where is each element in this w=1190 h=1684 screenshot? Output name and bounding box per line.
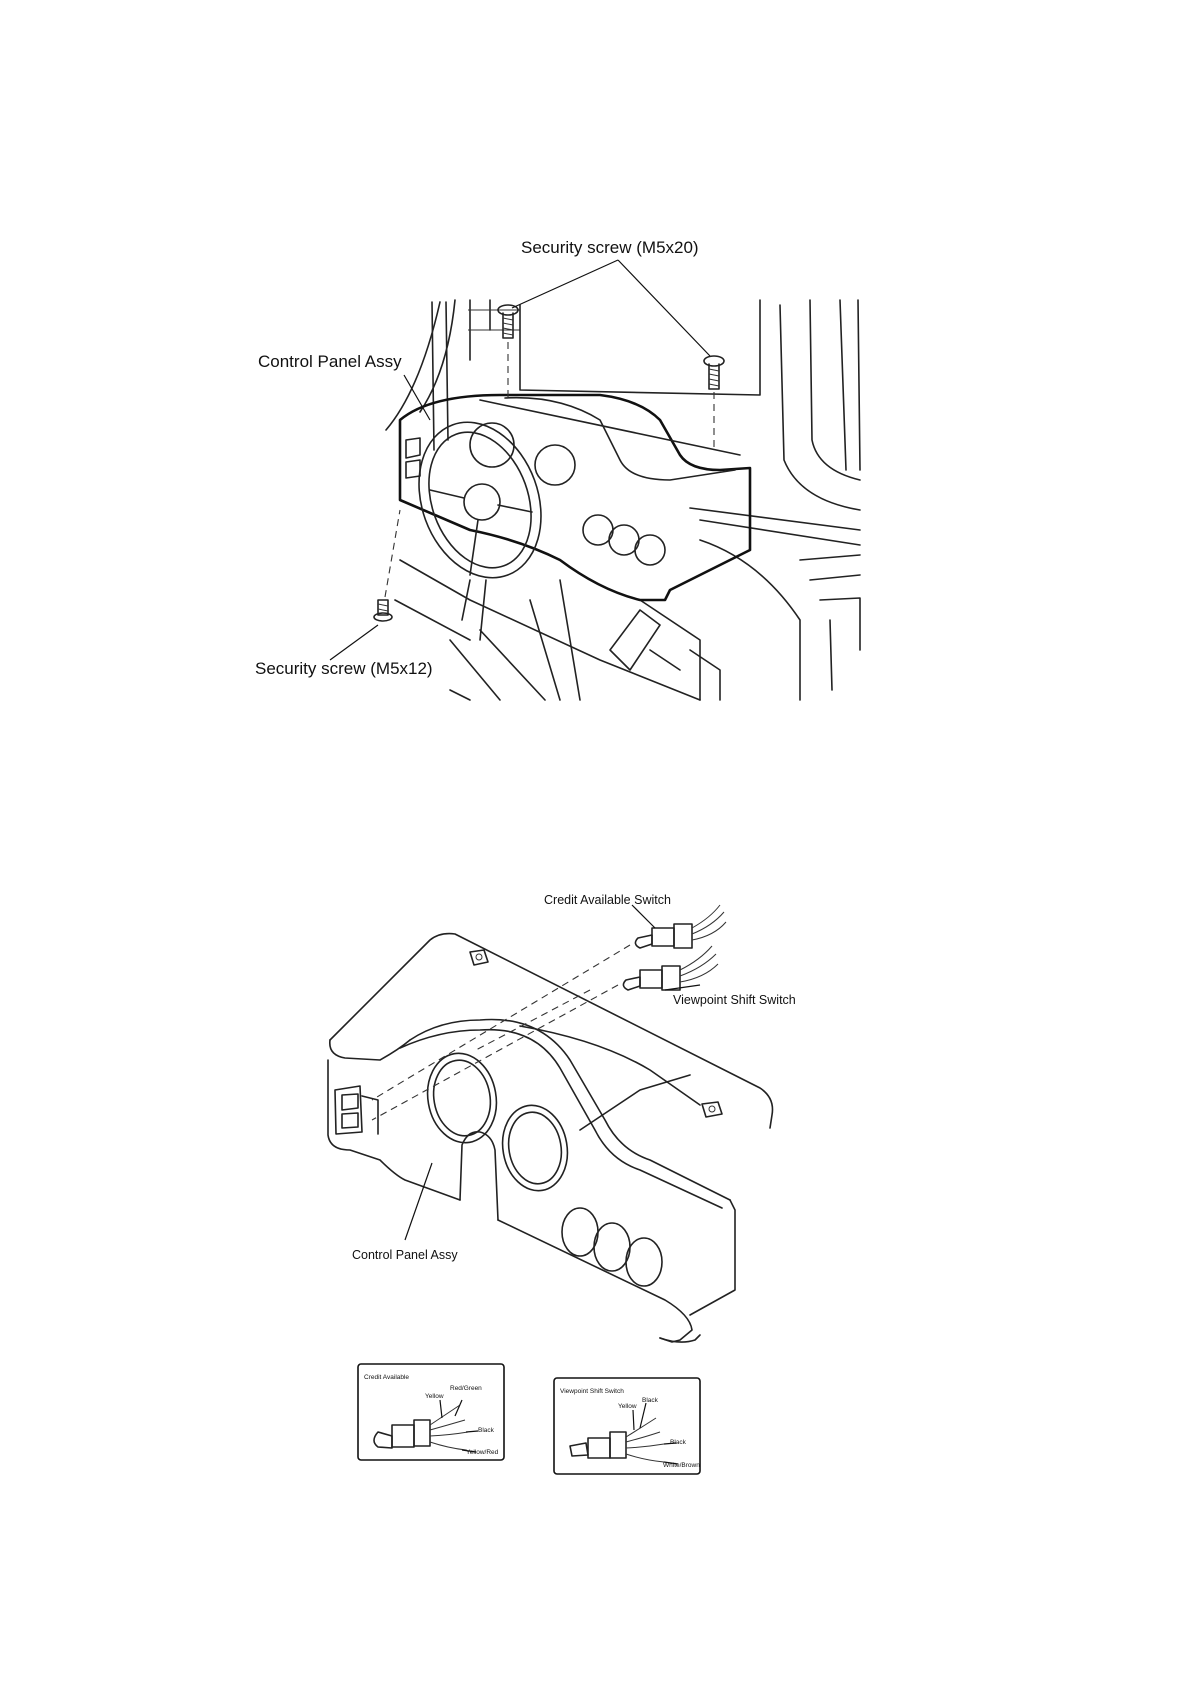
inset-viewpoint-shift-switch: Viewpoint Shift Switch Yellow Black Blac… [554,1378,700,1474]
screw-m5x20-right-icon [704,356,724,452]
viewpoint-shift-switch-icon [623,946,718,990]
inset-viewpoint-title: Viewpoint Shift Switch [560,1388,624,1395]
control-panel-drawing [400,395,750,600]
figure-control-panel-exploded: Credit Available Switch Viewpoint Shift … [328,893,796,1342]
label-credit-available-switch: Credit Available Switch [544,893,671,907]
inset-viewpoint-wire-1: Yellow [618,1403,637,1410]
leader-viewpoint-switch [665,985,700,990]
inset-viewpoint-wire-4: White/Brown [663,1462,700,1469]
label-control-panel-assy: Control Panel Assy [258,352,402,371]
screw-m5x12-icon [374,510,400,621]
leader-credit-switch [632,905,655,928]
assembly-line-credit [372,945,630,1100]
label-security-screw-m5x20: Security screw (M5x20) [521,238,699,257]
screw-m5x20-left-icon [498,305,518,400]
credit-available-switch-icon [635,905,726,948]
inset-credit-switch-icon [374,1405,468,1450]
cabinet-frame-drawing [386,300,860,700]
inset-viewpoint-wire-2: Black [642,1397,659,1404]
inset-viewpoint-switch-icon [570,1418,664,1462]
label-control-panel-assy-exploded: Control Panel Assy [352,1248,458,1262]
inset-viewpoint-wire-3: Black [670,1439,687,1446]
leader-panel-exploded [405,1163,432,1240]
label-security-screw-m5x12: Security screw (M5x12) [255,659,433,678]
assembly-line-viewpoint [372,985,618,1120]
inset-credit-wire-1: Yellow [425,1393,444,1400]
leader-screw-top [512,260,710,356]
inset-credit-wire-2: Red/Green [450,1385,482,1392]
inset-credit-wire-3: Black [478,1427,495,1434]
inset-credit-title: Credit Available [364,1374,409,1381]
figure-cabinet-assembly: Security screw (M5x20) Control Panel Ass… [255,238,860,700]
inset-credit-available: Credit Available Yellow Red/Green Black … [358,1364,504,1460]
label-viewpoint-shift-switch: Viewpoint Shift Switch [673,993,796,1007]
leader-screw-bottom [330,625,378,660]
inset-credit-wire-4: Yellow/Red [466,1449,499,1456]
